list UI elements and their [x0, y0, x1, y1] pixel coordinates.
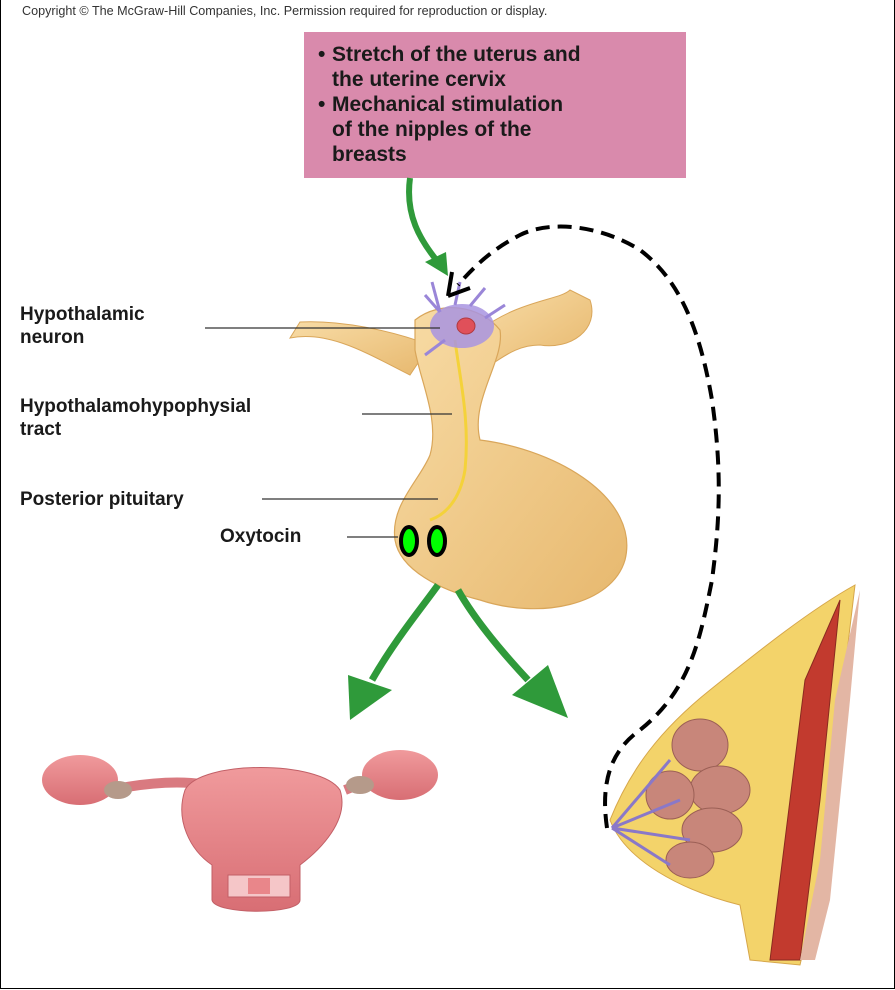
oxytocin-to-breast-arrow [458, 590, 568, 718]
breast-illustration [610, 585, 860, 965]
label-hypothalamohypophysial-tract: Hypothalamohypophysial tract [20, 395, 251, 441]
label-posterior-pituitary: Posterior pituitary [20, 488, 184, 511]
oxytocin-granule [429, 527, 445, 555]
label-oxytocin: Oxytocin [220, 525, 301, 548]
stimulus-arrow [409, 178, 448, 276]
oxytocin-granule [401, 527, 417, 555]
label-hypothalamic-neuron: Hypothalamic neuron [20, 303, 145, 349]
oxytocin-to-uterus-arrow [348, 585, 438, 720]
uterus-illustration [42, 750, 438, 911]
